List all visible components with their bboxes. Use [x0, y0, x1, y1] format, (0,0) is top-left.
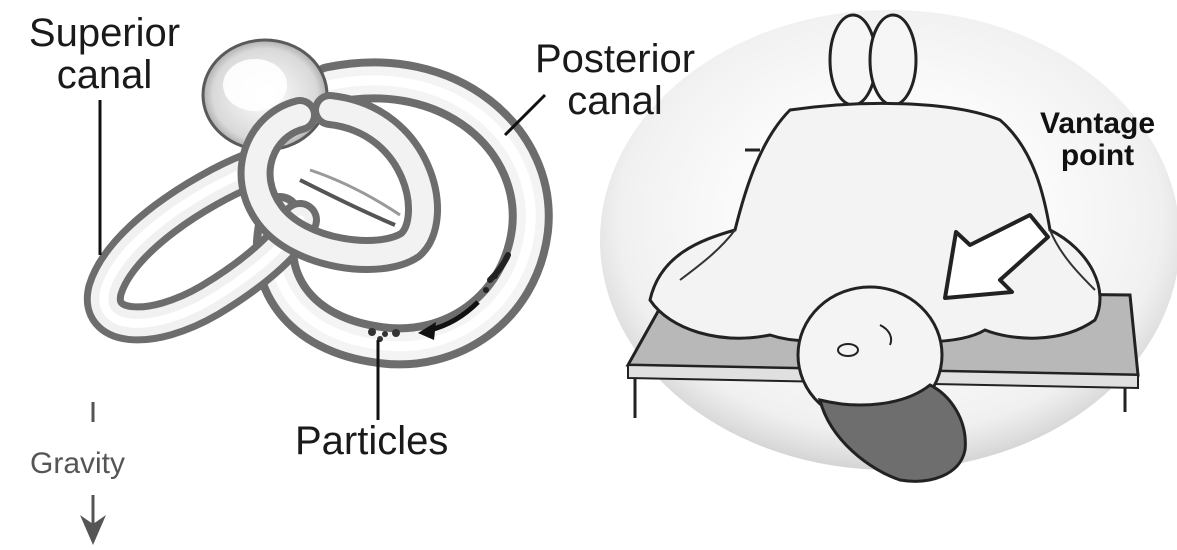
posterior-canal-label-line1: Posterior	[520, 38, 710, 80]
posterior-canal-label-line2: canal	[520, 80, 710, 122]
vantage-point-label-line1: Vantage	[1020, 108, 1175, 140]
vantage-point-label: Vantage point	[1020, 108, 1175, 171]
superior-canal-label: Superior canal	[12, 12, 197, 96]
right-foot	[870, 15, 916, 105]
gravity-label: Gravity	[30, 448, 125, 480]
particles-label: Particles	[295, 420, 448, 462]
posterior-canal-label: Posterior canal	[520, 38, 710, 122]
superior-canal-label-line2: canal	[12, 54, 197, 96]
vantage-point-label-line2: point	[1020, 140, 1175, 172]
superior-canal-label-line1: Superior	[12, 12, 197, 54]
